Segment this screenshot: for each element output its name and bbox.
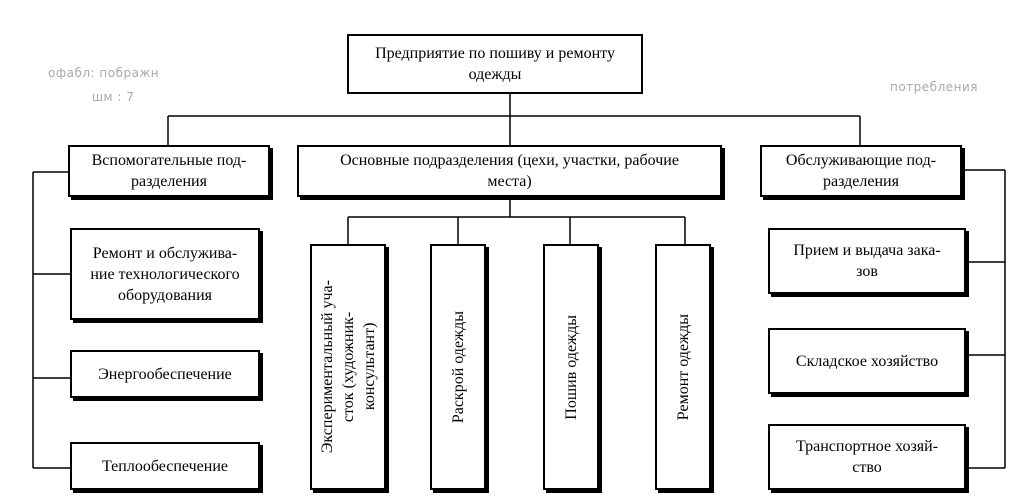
main-item-box: Экспериментальный уча- сток (художник- к… [310,244,386,490]
root-box: Предприятие по пошиву и ремонту одежды [347,34,643,94]
auxiliary-item-box: Теплообеспечение [70,442,260,490]
scan-artifact-text: потребления [890,80,978,94]
main-item-box: Ремонт одежды [655,244,711,490]
auxiliary-item-box: Ремонт и обслужива- ние технологического… [70,228,260,320]
main-item-label: Раскрой одежды [449,310,467,424]
service-division-box: Обслуживающие под- разделения [760,145,962,197]
main-item-label: Ремонт одежды [674,313,692,421]
auxiliary-item-box: Энергообеспечение [70,350,260,398]
service-item-box: Прием и выдача зака- зов [768,228,966,294]
main-item-label: Экспериментальный уча- сток (художник- к… [318,280,378,454]
main-item-box: Раскрой одежды [430,244,486,490]
scan-artifact-text: шм : 7 [92,90,135,104]
scan-artifact-text: офабл: пображн [48,66,160,80]
auxiliary-division-box: Вспомогательные под- разделения [68,145,270,197]
main-division-box: Основные подразделения (цехи, участки, р… [297,145,722,197]
service-item-box: Складское хозяйство [768,328,966,394]
service-item-box: Транспортное хозяй- ство [768,424,966,490]
main-item-label: Пошив одежды [562,314,580,420]
main-item-box: Пошив одежды [543,244,599,490]
